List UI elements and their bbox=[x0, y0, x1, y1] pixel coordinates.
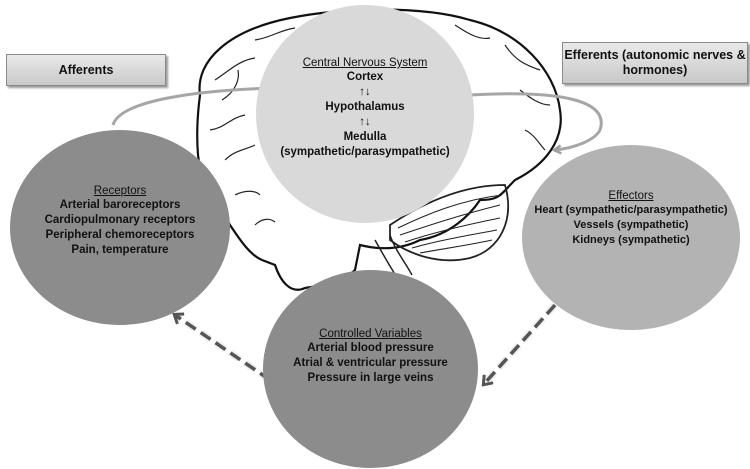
arrow-up-down-icon: ↑↓ bbox=[359, 86, 371, 98]
receptors-title: Receptors bbox=[93, 185, 147, 197]
controlled-variables-circle: Controlled Variables Arterial blood pres… bbox=[263, 270, 478, 468]
receptors-circle: Receptors Arterial baroreceptors Cardiop… bbox=[10, 130, 230, 325]
receptor-item: Arterial baroreceptors bbox=[59, 199, 181, 211]
receptor-item: Peripheral chemoreceptors bbox=[45, 229, 195, 241]
efferents-label: Efferents (autonomic nerves & hormones) bbox=[562, 42, 748, 84]
cns-medulla-note: (sympathetic/parasympathetic) bbox=[280, 146, 450, 158]
controlled-item: Atrial & ventricular pressure bbox=[293, 357, 448, 369]
effector-item: Kidneys (sympathetic) bbox=[572, 234, 690, 246]
cns-cortex: Cortex bbox=[346, 71, 384, 83]
cns-hypothalamus: Hypothalamus bbox=[325, 101, 405, 113]
controlled-item: Pressure in large veins bbox=[307, 372, 434, 384]
receptor-item: Cardiopulmonary receptors bbox=[44, 214, 196, 226]
cns-title: Central Nervous System bbox=[302, 57, 428, 69]
efferents-text: Efferents (autonomic nerves & hormones) bbox=[564, 48, 746, 77]
afferents-text: Afferents bbox=[58, 62, 114, 77]
efferent-arrow bbox=[469, 92, 603, 150]
controlled-item: Arterial blood pressure bbox=[307, 342, 434, 354]
effector-item: Heart (sympathetic/parasympathetic) bbox=[534, 204, 728, 216]
cns-medulla: Medulla bbox=[343, 131, 387, 143]
cerebellum bbox=[389, 184, 509, 262]
arrow-up-down-icon: ↑↓ bbox=[359, 116, 371, 128]
effectors-title: Effectors bbox=[608, 190, 654, 202]
effectors-circle: Effectors Heart (sympathetic/parasympath… bbox=[522, 145, 740, 330]
effector-item: Vessels (sympathetic) bbox=[573, 219, 689, 231]
afferents-label: Afferents bbox=[6, 54, 166, 86]
cns-circle: Central Nervous System Cortex ↑↓ Hypotha… bbox=[256, 5, 474, 223]
afferent-arrow bbox=[111, 88, 275, 126]
controlled-title: Controlled Variables bbox=[319, 328, 422, 340]
receptor-item: Pain, temperature bbox=[71, 244, 169, 256]
brain-gyri bbox=[209, 24, 551, 226]
